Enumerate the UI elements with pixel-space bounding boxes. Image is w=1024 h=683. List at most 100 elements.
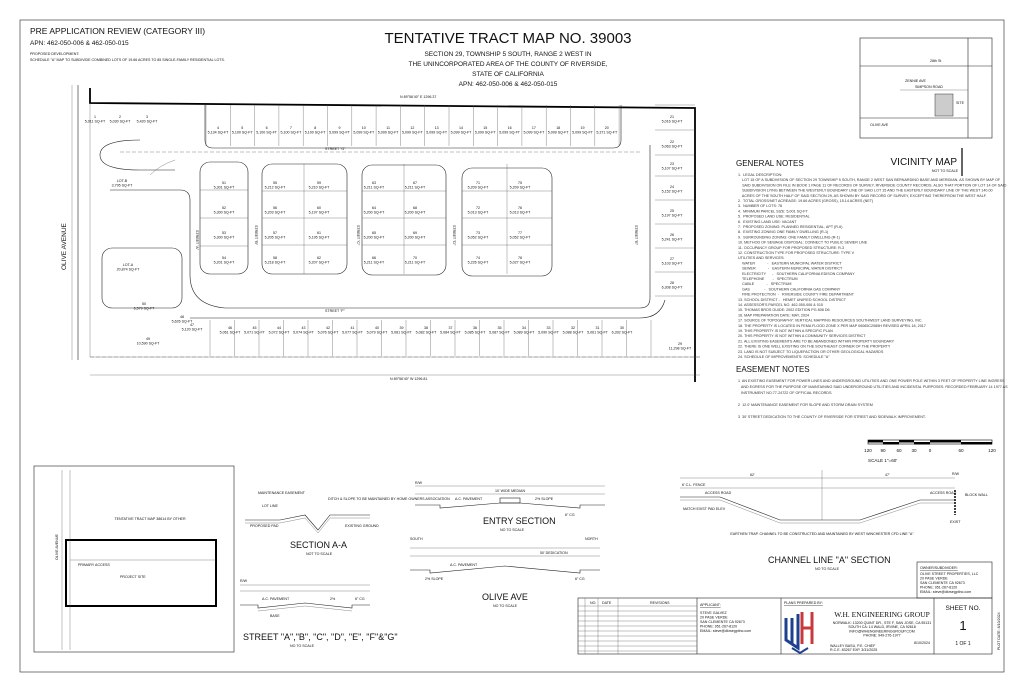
lot-number: 42	[326, 326, 330, 330]
easement-note-item: INSTRUMENT NO.77-24722 OF OFFICIAL RECOR…	[738, 391, 832, 395]
lot-number: 28	[670, 281, 674, 285]
lot-area: 5,099 SQ-FT	[402, 131, 424, 135]
general-note-item: 11. OCCUPANCY GROUP FOR PROPOSED STRUCTU…	[738, 246, 844, 250]
section-label: 6" CG	[565, 513, 575, 517]
lot-area: 5,099 SQ-FT	[548, 131, 570, 135]
section-label: EXISTING GROUND	[345, 524, 379, 528]
lot-number: LOT-A	[123, 263, 134, 267]
review-title: PRE APPLICATION REVIEW (CATEGORY III)	[30, 26, 205, 36]
sheet-label: SHEET NO.	[946, 605, 981, 612]
lot-number: 44	[277, 326, 281, 330]
olive-avenue-label: OLIVE AVENUE	[61, 222, 68, 270]
lot-number: 53	[222, 231, 226, 235]
location-label: PRIMARY ACCESS	[78, 563, 110, 567]
section-label: SOUTH	[410, 537, 423, 541]
property-boundary	[89, 88, 696, 382]
lot-area: 5,300 SQ-FT	[214, 236, 236, 240]
scale-tick: 0	[929, 448, 932, 453]
lot-area: 5,211 SQ-FT	[364, 261, 385, 265]
lot-area: 5,016 SQ-FT	[662, 120, 684, 124]
lot-number: 70	[413, 256, 417, 260]
channel-section-title: CHANNEL LINE "A" SECTION	[768, 555, 891, 565]
bearing-bottom: N 89°56'40" W 1296.81	[390, 377, 427, 381]
lot-number: 22	[670, 140, 674, 144]
lot-area: 5,013 SQ-FT	[510, 211, 532, 215]
lot-area: 6,392 SQ-FT	[612, 331, 634, 335]
lot-number: 36	[473, 326, 477, 330]
lot-number: 32	[571, 326, 575, 330]
scale-label: SCALE 1"=60'	[868, 458, 897, 463]
lot-number: 61	[317, 231, 321, 235]
lot-number: 12	[410, 126, 414, 130]
lot-area: 5,081 SQ-FT	[391, 331, 413, 335]
general-note-item: 16. MAP PREPARATION DATE: MAY, 2024	[738, 313, 809, 317]
lot-area: 5,120 SQ-FT	[182, 328, 204, 332]
lot-number: 62	[317, 256, 321, 260]
section-label: A.C. PAVEMENT	[455, 497, 483, 501]
easement-note-item: AND EGRESS FOR THE PURPOSE OF MAINTAININ…	[738, 385, 1008, 389]
lot-number: 67	[413, 181, 417, 185]
easement-note-item: 2 12.0' MAINTENANCE EASEMENT FOR SLOPE A…	[738, 403, 873, 407]
lot-area: 5,013 SQ-FT	[468, 211, 490, 215]
lot-area: 5,030 SQ-FT	[110, 120, 132, 124]
lot-number: 11	[386, 126, 390, 130]
street-f-label: STREET "F"	[325, 309, 346, 313]
section-label: EARTHEN TRAP. CHANNEL TO BE CONSTRUCTED …	[730, 532, 914, 536]
general-note-item: UTILITIES AND SERVICES:	[738, 256, 784, 260]
lot-number: 25	[670, 209, 674, 213]
lot-number: 39	[400, 326, 404, 330]
general-note-item: 17. SOURCE OF TOPOGRAPHY: VERTICAL MAPPI…	[738, 319, 923, 323]
lot-area: 11,298 SQ-FT	[669, 347, 692, 351]
lot-area: 5,301 SQ-FT	[214, 186, 236, 190]
lot-area: 5,082 SQ-FT	[416, 331, 438, 335]
site-plan: OLIVE AVENUE N 89°56'40" E 1296.37 N 89°…	[61, 85, 700, 382]
section-label: 6' C.L. FENCE	[682, 483, 706, 487]
lot-area: 5,152 SQ-FT	[662, 190, 684, 194]
scale-tick: 60	[896, 448, 902, 453]
lot-area: 5,072 SQ-FT	[269, 331, 291, 335]
section-scale: NO TO SCALE	[493, 604, 518, 608]
lot-area: 5,226 SQ-FT	[468, 261, 490, 265]
lot-area: 5,077 SQ-FT	[342, 331, 364, 335]
section-label: 6" CG	[355, 597, 365, 601]
firm-line: PHONE: 949-276-1977	[863, 634, 900, 638]
lot-number: 60	[317, 206, 321, 210]
lot-area: 5,197 SQ-FT	[309, 211, 331, 215]
lot-number: 17	[532, 126, 536, 130]
lot-area: 5,209 SQ-FT	[468, 186, 490, 190]
lot-area: 5,200 SQ-FT	[405, 211, 427, 215]
lot-area: 5,100 SQ-FT	[281, 131, 303, 135]
entry-section-title: ENTRY SECTION	[483, 516, 556, 526]
lot-area: 5,084 SQ-FT	[440, 331, 462, 335]
general-note-item: 24. SCHEDULE OF IMPROVEMENTS: SCHEDULE "…	[738, 355, 830, 359]
lot-number: 58	[273, 256, 277, 260]
engineer-line: R.C.E. 83267 EXP. 3/31/2025	[830, 648, 877, 652]
lot-number: 19	[581, 126, 585, 130]
general-note-item: 12. CONSTRUCTION TYPE FOR PROPOSED STRUC…	[738, 251, 855, 255]
lot-area: 5,200 SQ-FT	[364, 211, 386, 215]
lot-number: 26	[670, 233, 674, 237]
lot-area: 5,061 SQ-FT	[587, 331, 609, 335]
general-note-item: 4. MINIMUM PARCEL SIZE: 5,001 SQ-FT	[738, 209, 808, 213]
lot-number: 75	[518, 181, 522, 185]
lot-area: 5,076 SQ-FT	[318, 331, 340, 335]
section-label: BLOCK WALL	[965, 493, 988, 497]
lot-area: 5,100 SQ-FT	[256, 131, 278, 135]
section-label: EXIST	[950, 520, 961, 524]
project-site-outline	[65, 539, 217, 607]
lot-area: 5,011 SQ-FT	[85, 120, 106, 124]
section-scale: NO TO SCALE	[500, 528, 525, 532]
lot-number: 18	[556, 126, 560, 130]
scale-tick: 120	[988, 448, 996, 453]
lot-area: 5,371 SQ-FT	[596, 131, 618, 135]
lot-number: 40	[375, 326, 379, 330]
prepared-date: 8/10/2024	[914, 641, 930, 645]
section-a-a-title: SECTION A-A	[290, 540, 347, 550]
general-note-item: SEWER - EASTERN MUNICIPAL WATER DISTRICT	[738, 267, 843, 271]
header-apn: APN: 462-050-006 & 462-050-015	[30, 40, 129, 47]
lot-area: 5,089 SQ-FT	[514, 331, 536, 335]
scale-tick: 90	[880, 448, 886, 453]
lot-number: 48	[180, 315, 184, 319]
general-note-item: 3. NUMBER OF LOTS: 78	[738, 204, 782, 208]
